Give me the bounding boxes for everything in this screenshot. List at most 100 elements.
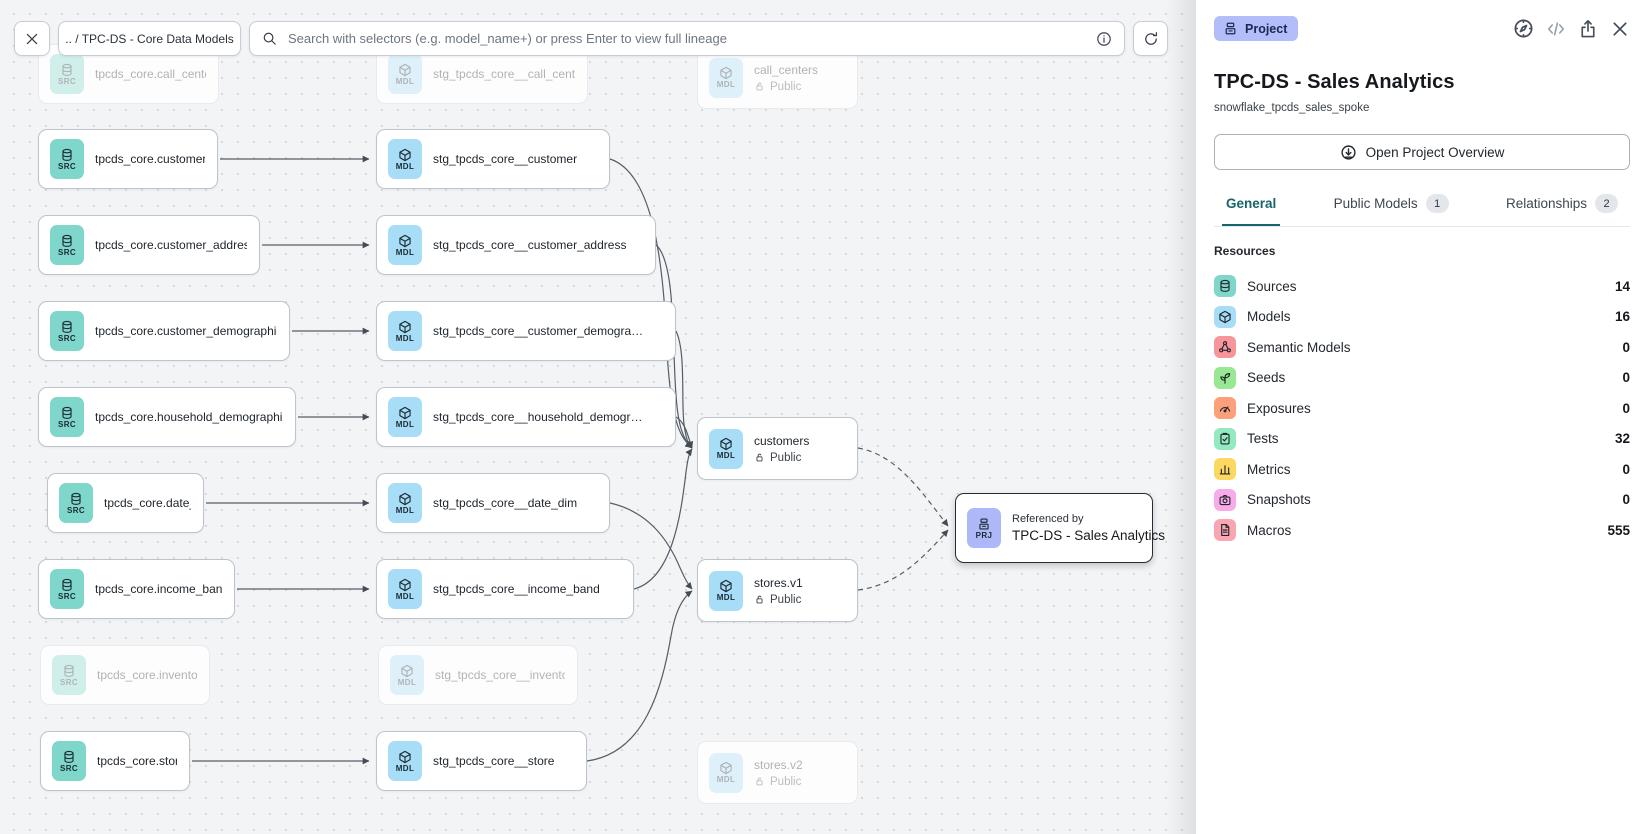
- refresh-icon: [1143, 31, 1159, 47]
- resource-label: Models: [1247, 309, 1291, 325]
- resource-row-metrics[interactable]: Metrics 0: [1214, 454, 1630, 485]
- graph-node-mdl-stg-date-dim[interactable]: MDL stg_tpcds_core__date_dim: [376, 473, 610, 533]
- src-badge: SRC: [50, 139, 84, 179]
- info-icon[interactable]: [1096, 31, 1112, 47]
- close-lineage-button[interactable]: [14, 21, 50, 56]
- close-icon: [24, 31, 40, 47]
- src-badge: SRC: [52, 655, 86, 695]
- open-project-overview-button[interactable]: Open Project Overview: [1214, 134, 1630, 170]
- resource-label: Semantic Models: [1247, 339, 1351, 355]
- cube-icon: [719, 761, 733, 775]
- cube-icon: [719, 437, 733, 451]
- src-badge: SRC: [50, 225, 84, 265]
- graph-node-src-income-band[interactable]: SRC tpcds_core.income_band: [38, 559, 235, 619]
- tab-label: Public Models: [1333, 196, 1418, 211]
- explore-lineage-icon[interactable]: [1513, 18, 1534, 39]
- graph-node-src-date-dim[interactable]: SRC tpcds_core.date_dim: [47, 473, 204, 533]
- graph-node-mdl-stores-v2[interactable]: MDL stores.v2 Public: [697, 741, 858, 804]
- graph-node-src-customer[interactable]: SRC tpcds_core.customer: [38, 129, 218, 189]
- graph-node-mdl-stg-customer-demographics[interactable]: MDL stg_tpcds_core__customer_demogra…: [376, 301, 676, 361]
- node-label: tpcds_core.store: [97, 754, 177, 768]
- close-panel-icon[interactable]: [1610, 19, 1630, 39]
- cube-icon: [398, 406, 412, 420]
- graph-node-src-inventory[interactable]: SRC tpcds_core.inventory: [40, 645, 210, 705]
- cube-icon: [398, 234, 412, 248]
- graph-node-mdl-stg-inventory[interactable]: MDL stg_tpcds_core__inventory: [378, 645, 578, 705]
- resources-heading: Resources: [1214, 244, 1276, 258]
- breadcrumb[interactable]: .. / TPC-DS - Core Data Models: [58, 21, 241, 56]
- resource-label: Sources: [1247, 278, 1297, 294]
- semantic-model-icon: [1214, 336, 1236, 359]
- resource-row-sources[interactable]: Sources 14: [1214, 271, 1630, 302]
- resource-row-macros[interactable]: Macros 555: [1214, 515, 1630, 546]
- share-icon[interactable]: [1578, 19, 1598, 39]
- resource-row-exposures[interactable]: Exposures 0: [1214, 393, 1630, 424]
- cross-project-edge: [857, 529, 949, 591]
- tab-general[interactable]: General: [1222, 194, 1281, 226]
- mdl-badge: MDL: [388, 139, 422, 179]
- node-label: tpcds_core.customer: [95, 152, 205, 166]
- lineage-edge: [586, 590, 693, 762]
- resource-row-semantic-models[interactable]: Semantic Models 0: [1214, 332, 1630, 363]
- resource-count: 0: [1622, 339, 1630, 355]
- graph-node-src-customer-address[interactable]: SRC tpcds_core.customer_address: [38, 215, 260, 275]
- refresh-lineage-button[interactable]: [1133, 21, 1168, 56]
- lineage-canvas[interactable]: SRC tpcds_core.call_center SRC tpcds_cor…: [0, 0, 1196, 834]
- node-label: stg_tpcds_core__call_center: [433, 67, 575, 81]
- graph-node-src-customer-demographics[interactable]: SRC tpcds_core.customer_demographics: [38, 301, 290, 361]
- resource-label: Snapshots: [1247, 492, 1311, 508]
- resource-row-models[interactable]: Models 16: [1214, 302, 1630, 333]
- resource-row-tests[interactable]: Tests 32: [1214, 424, 1630, 455]
- resource-type-badge: Project: [1214, 16, 1299, 41]
- graph-node-mdl-stores-v1[interactable]: MDL stores.v1 Public: [697, 559, 858, 622]
- mdl-badge: MDL: [709, 428, 743, 469]
- graph-node-mdl-stg-customer-address[interactable]: MDL stg_tpcds_core__customer_address: [376, 215, 656, 275]
- macro-icon: [1214, 519, 1236, 542]
- database-icon: [60, 406, 74, 420]
- resource-type-label: Project: [1245, 21, 1288, 36]
- database-icon: [60, 148, 74, 162]
- node-access: Public: [754, 594, 803, 606]
- node-label: tpcds_core.date_dim: [104, 496, 191, 510]
- graph-node-mdl-stg-household-demographics[interactable]: MDL stg_tpcds_core__household_demogr…: [376, 387, 676, 447]
- cube-icon: [398, 148, 412, 162]
- node-label: tpcds_core.income_band: [95, 582, 222, 596]
- graph-node-mdl-stg-store[interactable]: MDL stg_tpcds_core__store: [376, 731, 587, 791]
- resource-row-snapshots[interactable]: Snapshots 0: [1214, 485, 1630, 516]
- database-icon: [60, 63, 74, 77]
- mdl-badge: MDL: [709, 57, 743, 98]
- graph-node-mdl-customers[interactable]: MDL customers Public: [697, 417, 858, 480]
- lineage-edges: [192, 155, 949, 765]
- unlock-icon: [754, 81, 765, 92]
- cube-icon: [719, 579, 733, 593]
- exposure-icon: [1214, 397, 1236, 420]
- graph-node-mdl-call-centers[interactable]: MDL call_centers Public: [697, 46, 858, 109]
- resource-count: 0: [1622, 461, 1630, 477]
- lineage-search: [249, 21, 1125, 56]
- graph-node-prj-referenced[interactable]: PRJ Referenced by TPC-DS - Sales Analyti…: [955, 493, 1165, 563]
- overview-icon: [1340, 144, 1357, 161]
- node-label: stores.v1: [754, 575, 803, 590]
- graph-node-mdl-stg-customer[interactable]: MDL stg_tpcds_core__customer: [376, 129, 610, 189]
- src-badge: SRC: [52, 741, 86, 781]
- graph-node-src-household-demographics[interactable]: SRC tpcds_core.household_demographics: [38, 387, 296, 447]
- graph-node-mdl-stg-income-band[interactable]: MDL stg_tpcds_core__income_band: [376, 559, 634, 619]
- resource-label: Metrics: [1247, 461, 1291, 477]
- tab-label: General: [1226, 196, 1277, 211]
- mdl-badge: MDL: [388, 569, 422, 609]
- code-icon[interactable]: [1546, 19, 1566, 39]
- resource-row-seeds[interactable]: Seeds 0: [1214, 363, 1630, 394]
- project-icon: [1223, 21, 1238, 36]
- metric-icon: [1214, 458, 1236, 481]
- lineage-edge: [675, 330, 693, 449]
- node-label: tpcds_core.customer_address: [95, 238, 247, 252]
- src-badge: SRC: [50, 569, 84, 609]
- breadcrumb-label: .. / TPC-DS - Core Data Models: [65, 31, 234, 46]
- search-input[interactable]: [286, 30, 1087, 47]
- search-icon: [262, 31, 277, 46]
- cross-project-edge: [857, 447, 949, 527]
- graph-node-src-store[interactable]: SRC tpcds_core.store: [40, 731, 190, 791]
- node-access: Public: [754, 81, 818, 93]
